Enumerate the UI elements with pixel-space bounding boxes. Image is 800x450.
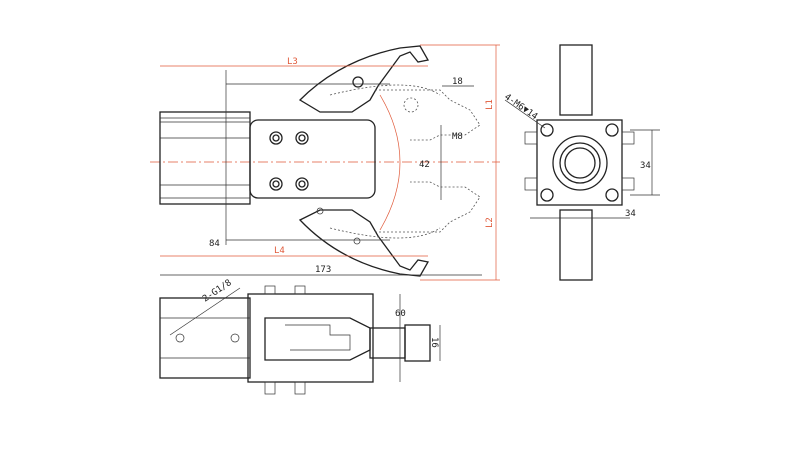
dim-2-g1-8: 2-G1/8 <box>201 278 234 304</box>
dim-42: 42 <box>419 160 430 170</box>
dim-l1: L1 <box>485 99 495 110</box>
dim-84: 84 <box>209 239 220 249</box>
cylinder-body <box>159 111 251 205</box>
dim-l2: L2 <box>485 217 495 228</box>
dim-34-v: 34 <box>640 161 651 171</box>
dim-60: 60 <box>395 309 406 319</box>
dim-18: 18 <box>452 77 463 87</box>
dim-16: 16 <box>429 337 439 348</box>
lower-jaw <box>298 209 430 277</box>
end-body <box>536 119 623 206</box>
top-head <box>247 293 374 383</box>
top-cylinder <box>159 297 251 379</box>
dim-l3: L3 <box>287 57 298 67</box>
dim-4-m6: 4-M6▼14 <box>502 92 539 122</box>
upper-jaw <box>298 45 430 113</box>
end-view: 4-M6▼14 34 34 <box>502 44 660 281</box>
top-view: 2-G1/8 60 16 <box>159 278 441 395</box>
dim-l4: L4 <box>274 246 285 256</box>
dim-173: 173 <box>315 265 331 275</box>
front-view: L3 L4 173 L1 L2 84 42 18 M8 <box>150 44 500 281</box>
head-plate <box>249 119 376 199</box>
dim-34-h: 34 <box>625 209 636 219</box>
dim-m8: M8 <box>452 132 463 142</box>
